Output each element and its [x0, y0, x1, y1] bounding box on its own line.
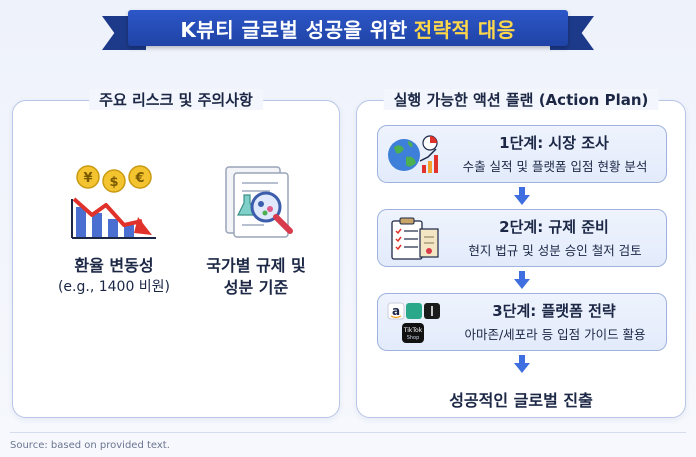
svg-text:€: €	[134, 171, 144, 186]
risks-panel: 주요 리스크 및 주의사항 ¥ $ € 환율 변동성 (e.g., 1400 비…	[12, 89, 340, 418]
step-1-desc: 수출 실적 및 플랫폼 입점 현황 분석	[462, 159, 648, 174]
step-3-title: 3단계: 플랫폼 전략	[492, 302, 616, 320]
step-1-title: 1단계: 시장 조사	[499, 134, 609, 152]
ingredient-inspection-icon	[225, 166, 293, 238]
checklist-document-icon	[391, 217, 439, 260]
page-title: K뷰티 글로벌 성공을 위한 전략적 대응	[128, 10, 568, 46]
action-plan-panel: 실행 가능한 액션 플랜 (Action Plan) 1단계: 시장 조사 수출…	[356, 89, 686, 418]
step-2-desc: 현지 법규 및 성분 승인 철저 검토	[468, 243, 642, 258]
tiktok-logo-subtext: Shop	[407, 335, 420, 341]
tiktok-logo-text: TikTok	[403, 327, 423, 334]
footer-divider	[10, 432, 686, 433]
risk-label-regulation-line1: 국가별 규제 및	[206, 256, 306, 275]
currency-decline-chart-icon: ¥ $ €	[71, 165, 156, 239]
step-market-research: 1단계: 시장 조사 수출 실적 및 플랫폼 입점 현황 분석	[377, 125, 667, 183]
svg-text:$: $	[109, 175, 118, 190]
step-platform-strategy: a TikTok Shop 3단계: 플랫폼 전략 아마존/세포라 등 입점 가…	[377, 293, 667, 351]
step-2-title: 2단계: 규제 준비	[499, 218, 609, 236]
risk-label-regulation-line2: 성분 기준	[223, 278, 289, 297]
arrow-down-icon	[514, 187, 530, 205]
title-ribbon: K뷰티 글로벌 성공을 위한 전략적 대응	[102, 10, 594, 50]
step-3-desc: 아마존/세포라 등 입점 가이드 활용	[464, 327, 646, 342]
svg-text:¥: ¥	[83, 171, 92, 186]
title-highlight: 전략적 대응	[413, 17, 516, 42]
title-main: K뷰티 글로벌 성공을 위한	[180, 17, 408, 42]
action-plan-panel-title: 실행 가능한 액션 플랜 (Action Plan)	[383, 89, 659, 110]
source-note: Source: based on provided text.	[10, 440, 170, 451]
globe-growth-icon	[388, 135, 438, 173]
amazon-logo-text: a	[392, 304, 400, 318]
risk-label-exchange-rate: 환율 변동성	[74, 256, 154, 275]
risk-item-regulation: 국가별 규제 및 성분 기준	[181, 163, 331, 299]
platform-logos-icon: a TikTok Shop	[387, 302, 440, 343]
risk-sub-exchange-rate: (e.g., 1400 비원)	[57, 279, 171, 295]
risks-panel-title: 주요 리스크 및 주의사항	[89, 89, 263, 110]
step-regulation-prep: 2단계: 규제 준비 현지 법규 및 성분 승인 철저 검토	[377, 209, 667, 267]
risk-item-exchange-rate: ¥ $ € 환율 변동성 (e.g., 1400 비원)	[39, 163, 189, 297]
arrow-down-icon	[514, 271, 530, 289]
arrow-down-icon	[514, 355, 530, 373]
final-outcome: 성공적인 글로벌 진출	[449, 391, 593, 410]
